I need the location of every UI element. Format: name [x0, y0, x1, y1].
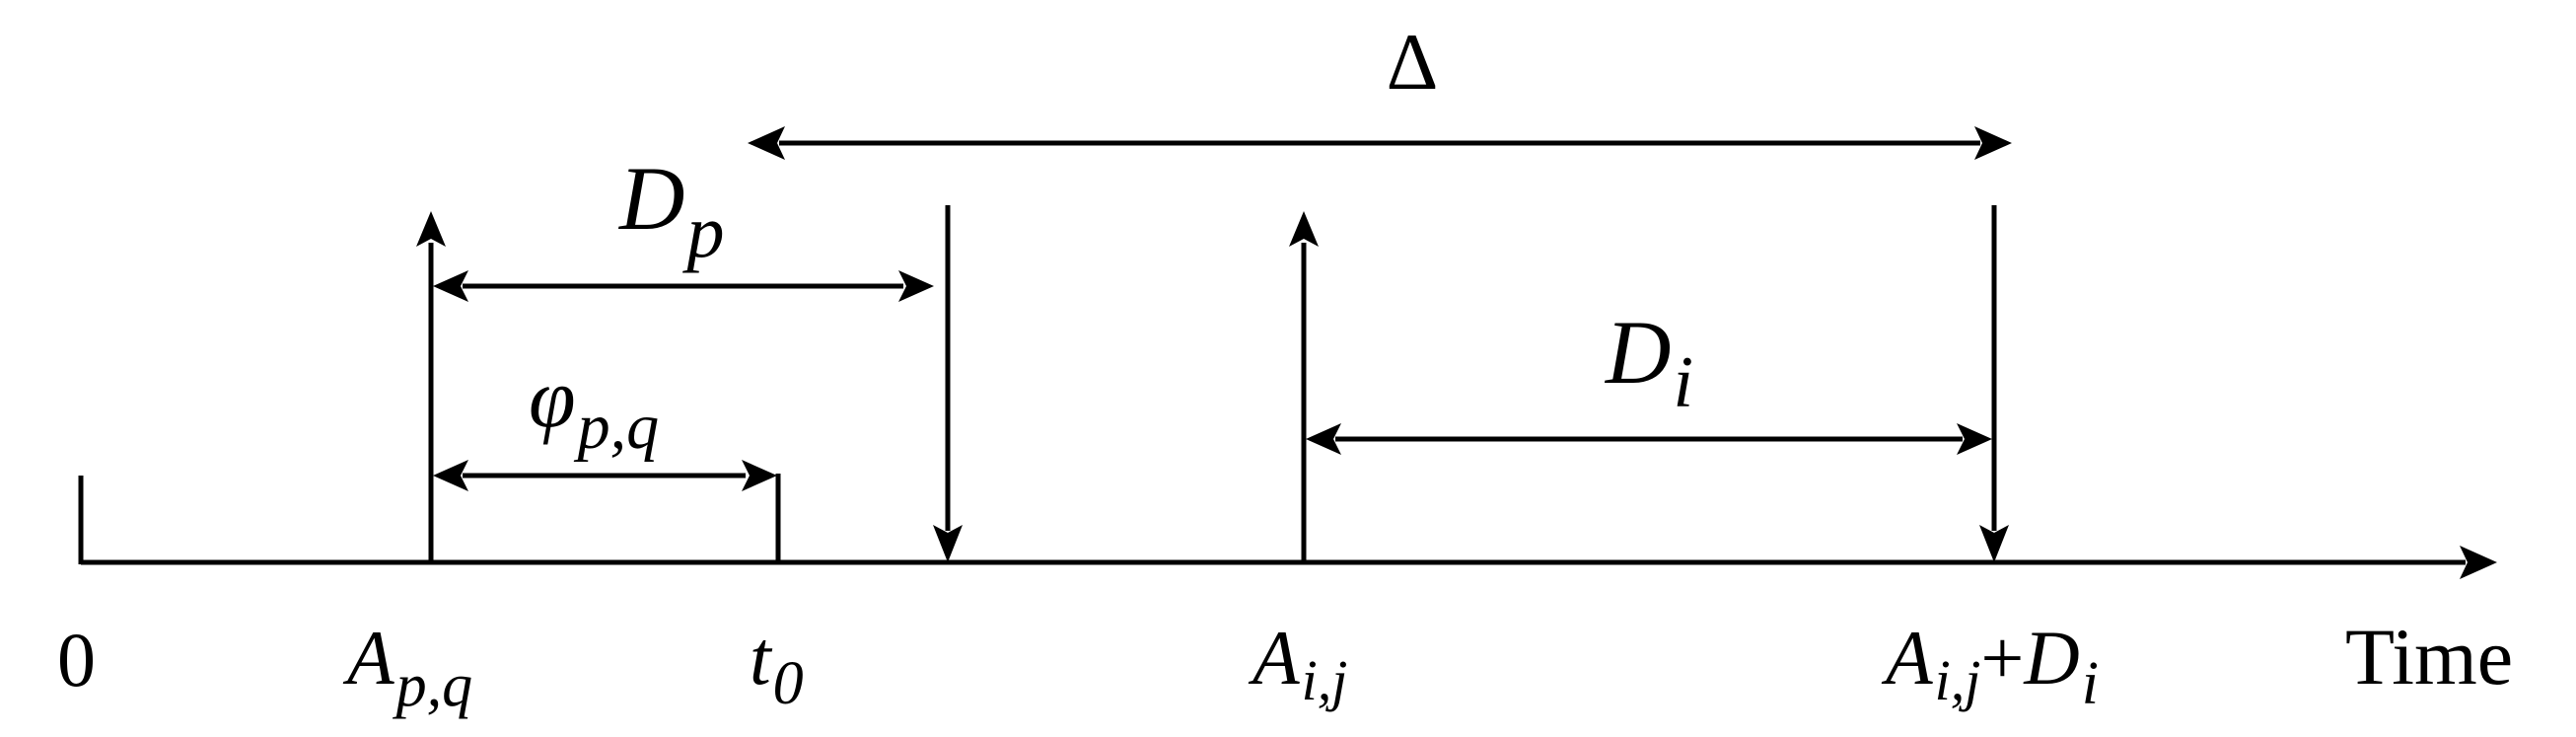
phi-label: φp,q	[529, 350, 659, 463]
phi-span-right-head	[742, 460, 777, 491]
dp-label-sub: p	[681, 190, 724, 273]
di-label-sub: i	[1673, 342, 1693, 423]
dp-deadline-arrowhead	[933, 525, 963, 562]
di-span-left-head	[1306, 423, 1341, 455]
aij-di-deadline-arrowhead	[1979, 525, 2009, 562]
aij-di-label-main2: D	[2023, 615, 2079, 700]
time-axis-label: Time	[2345, 612, 2513, 701]
phi-label-main: φ	[529, 350, 576, 445]
delta-span-left-head	[748, 126, 785, 160]
t0-label-sub: 0	[773, 650, 804, 717]
time-axis-arrowhead	[2460, 546, 2497, 579]
apq-label: Ap,q	[342, 615, 472, 719]
aij-di-label-plus: +	[1980, 615, 2024, 700]
di-label-main: D	[1604, 302, 1671, 403]
aij-label-main: A	[1248, 615, 1300, 700]
phi-span-left-head	[433, 460, 468, 491]
apq-label-sub: p,q	[393, 652, 473, 719]
aij-di-label-sub2: i	[2082, 650, 2099, 717]
dp-label-main: D	[617, 148, 684, 249]
phi-label-sub: p,q	[574, 391, 660, 463]
diagram-labels: Δ Dp φp,q Di 0 Ap,q t0 Ai,j Ai,j+Di Time	[57, 17, 2513, 719]
aij-label: Ai,j	[1248, 615, 1347, 712]
delta-span-right-head	[1974, 126, 2012, 160]
aij-di-label-main: A	[1881, 615, 1933, 700]
apq-arrowhead	[416, 211, 446, 247]
t0-label: t0	[750, 615, 804, 717]
interval-spans	[433, 126, 2012, 491]
origin-label: 0	[57, 617, 96, 702]
t0-label-main: t	[750, 615, 773, 700]
apq-label-main: A	[342, 615, 394, 700]
event-markers	[416, 205, 2009, 564]
di-span-right-head	[1957, 423, 1992, 455]
delta-label: Δ	[1387, 17, 1439, 107]
aij-di-label-sub: i,j	[1935, 648, 1981, 712]
aij-arrowhead	[1289, 211, 1319, 247]
dp-label: Dp	[617, 148, 724, 273]
aij-di-label: Ai,j+Di	[1881, 615, 2099, 717]
time-axis	[78, 476, 2497, 579]
dp-span-right-head	[898, 270, 934, 302]
di-label: Di	[1604, 302, 1693, 423]
dp-span-left-head	[433, 270, 468, 302]
aij-label-sub: i,j	[1302, 648, 1348, 712]
